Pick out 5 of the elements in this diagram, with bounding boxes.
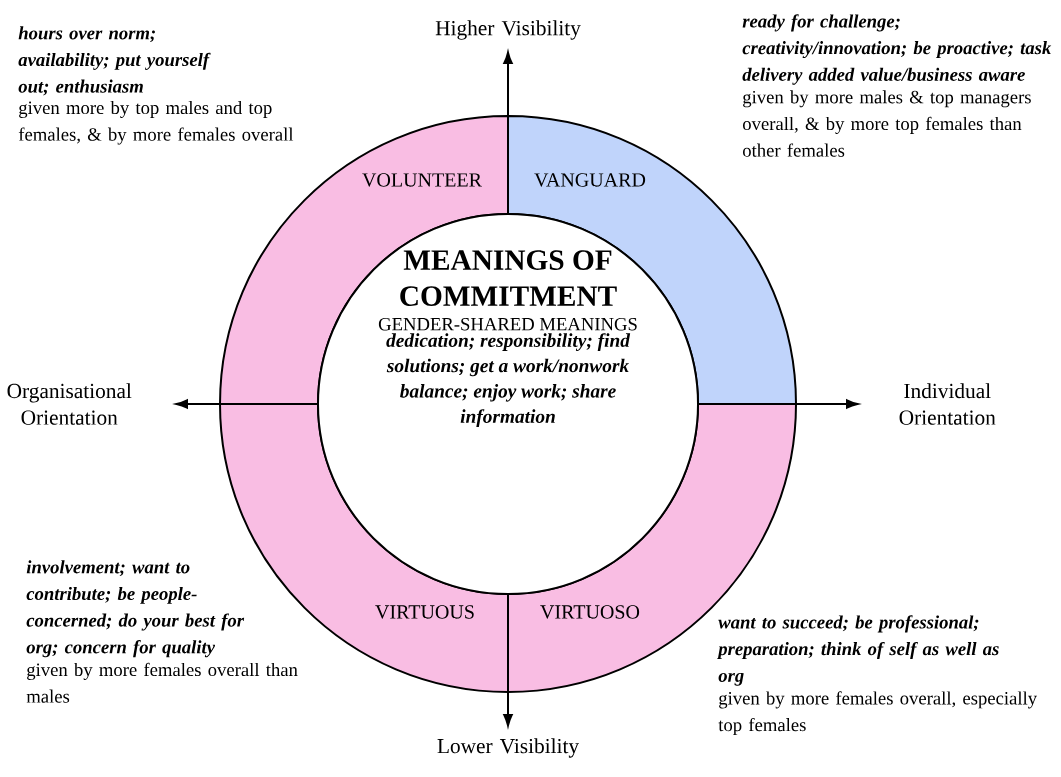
axis-label: Organisational Orientation: [7, 383, 132, 425]
annotation-text: given by more females overall, especially top females: [718, 691, 1037, 736]
axis-label: Lower Visibility: [437, 738, 579, 758]
axis-label: Higher Visibility: [435, 20, 581, 40]
axis-label: Individual Orientation: [899, 383, 996, 425]
